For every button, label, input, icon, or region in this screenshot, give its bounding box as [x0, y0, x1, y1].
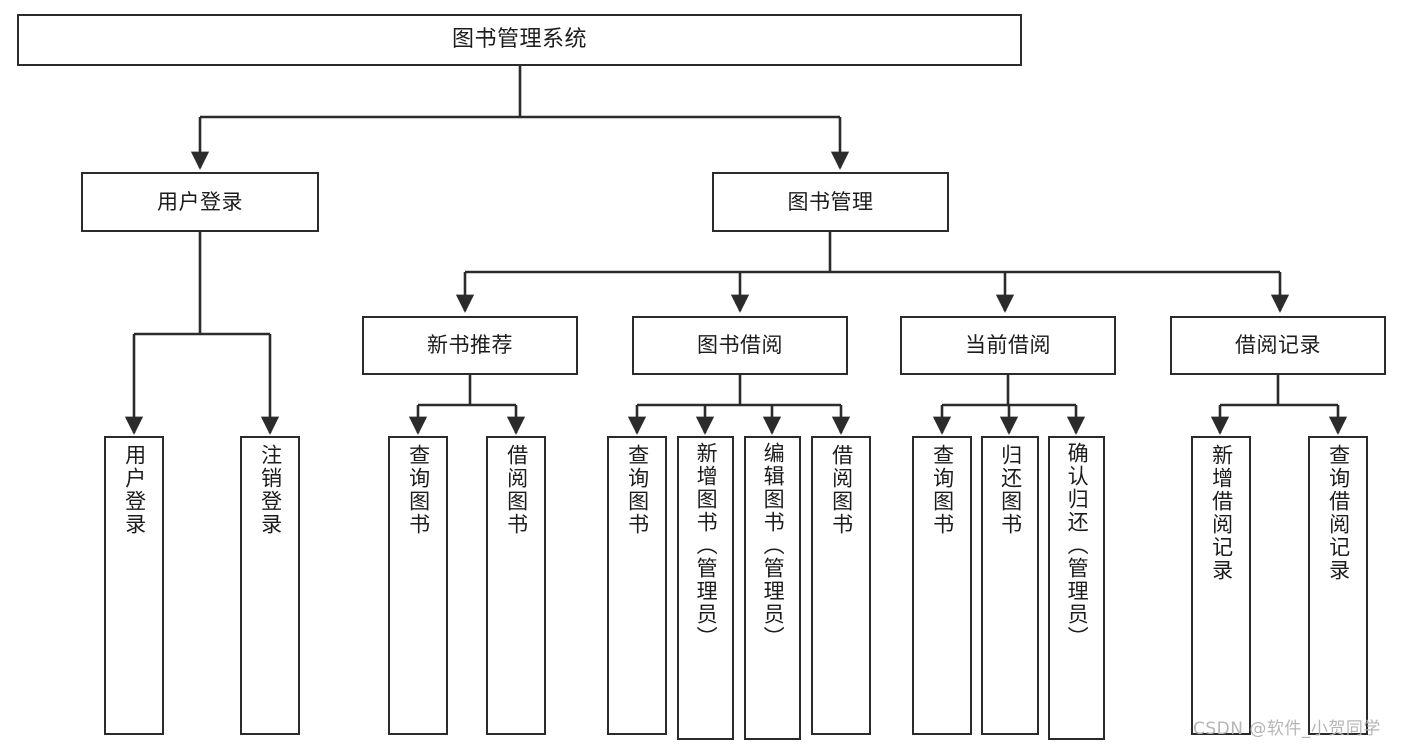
node-label: 注销登录 [258, 444, 283, 536]
node-label: 查询借阅记录 [1326, 444, 1351, 582]
leaf-return-book[interactable]: 归还图书 [981, 436, 1039, 735]
node-label: 图书管理 [787, 189, 874, 214]
node-label: 查询图书 [406, 444, 431, 536]
node-user-login[interactable]: 用户登录 [81, 172, 319, 232]
node-label: 用户登录 [122, 444, 147, 536]
leaf-add-borrow-record[interactable]: 新增借阅记录 [1191, 436, 1251, 735]
node-label: 查询图书 [930, 444, 955, 536]
node-label: 图书管理系统 [451, 27, 587, 53]
leaf-edit-book-admin[interactable]: 编辑图书（管理员） [744, 436, 801, 740]
leaf-query-book-recommend[interactable]: 查询图书 [388, 436, 448, 735]
node-label: 查询图书 [625, 444, 650, 536]
leaf-borrow-book[interactable]: 借阅图书 [811, 436, 871, 735]
node-label: 新增图书（管理员） [694, 442, 719, 649]
node-label: 当前借阅 [965, 333, 1051, 358]
leaf-logout-login[interactable]: 注销登录 [240, 436, 300, 735]
leaf-user-login[interactable]: 用户登录 [104, 436, 164, 735]
leaf-query-book-current[interactable]: 查询图书 [912, 436, 972, 735]
node-root-system[interactable]: 图书管理系统 [17, 14, 1022, 66]
leaf-query-borrow-record[interactable]: 查询借阅记录 [1308, 436, 1368, 735]
node-label: 图书借阅 [697, 333, 783, 358]
leaf-add-book-admin[interactable]: 新增图书（管理员） [677, 436, 734, 740]
node-label: 确认归还（管理员） [1065, 442, 1090, 649]
leaf-query-book-borrow[interactable]: 查询图书 [607, 436, 667, 735]
node-new-book-recommend[interactable]: 新书推荐 [362, 316, 578, 375]
leaf-confirm-return-admin[interactable]: 确认归还（管理员） [1048, 436, 1105, 740]
node-label: 新增借阅记录 [1209, 444, 1234, 582]
node-borrow-record[interactable]: 借阅记录 [1170, 316, 1386, 375]
node-label: 编辑图书（管理员） [761, 442, 786, 649]
node-label: 归还图书 [998, 444, 1023, 536]
node-current-borrow[interactable]: 当前借阅 [900, 316, 1116, 375]
leaf-borrow-book-recommend[interactable]: 借阅图书 [486, 436, 546, 735]
node-label: 用户登录 [157, 189, 243, 214]
node-label: 借阅记录 [1235, 333, 1321, 358]
node-book-borrow[interactable]: 图书借阅 [632, 316, 848, 375]
node-label: 借阅图书 [504, 444, 529, 536]
node-label: 新书推荐 [427, 333, 513, 358]
node-book-management[interactable]: 图书管理 [712, 172, 949, 232]
watermark: CSDN @软件_小贺同学 [1193, 719, 1381, 739]
node-label: 借阅图书 [829, 444, 854, 536]
